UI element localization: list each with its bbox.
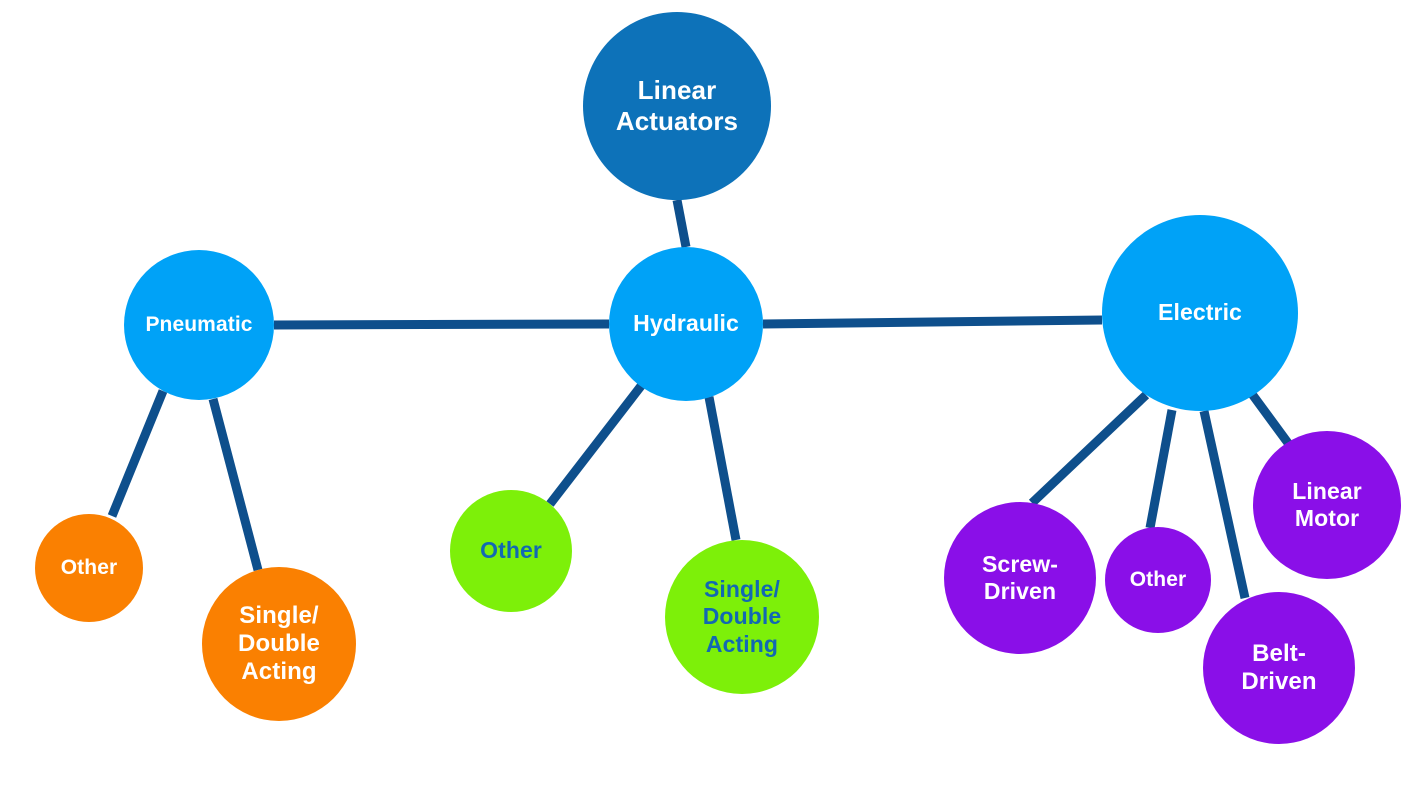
edge-electric-belt-driven [1199, 410, 1250, 599]
node-electric-other[interactable]: Other [1105, 527, 1211, 633]
node-electric-belt-driven[interactable]: Belt- Driven [1203, 592, 1355, 744]
edge-pneumatic-other [107, 389, 168, 518]
node-root[interactable]: Linear Actuators [583, 12, 771, 200]
edge-hydraulic-electric [762, 315, 1103, 329]
node-label-root: Linear Actuators [615, 75, 739, 136]
edge-hydraulic-other [546, 383, 645, 507]
node-electric-linear-motor[interactable]: Linear Motor [1253, 431, 1401, 579]
node-hydraulic-single-double-acting[interactable]: Single/ Double Acting [665, 540, 819, 694]
node-label-electric-other: Other [1129, 567, 1187, 591]
node-label-electric-linear-motor: Linear Motor [1292, 477, 1362, 531]
node-pneumatic-other[interactable]: Other [35, 514, 143, 622]
node-label-hydraulic: Hydraulic [633, 310, 739, 337]
node-label-pneumatic-single-double-acting: Single/ Double Acting [238, 601, 320, 686]
edge-electric-other [1145, 409, 1177, 529]
node-label-pneumatic: Pneumatic [145, 312, 253, 336]
node-hydraulic[interactable]: Hydraulic [609, 247, 763, 401]
node-electric-screw-driven[interactable]: Screw- Driven [944, 502, 1096, 654]
node-pneumatic-single-double-acting[interactable]: Single/ Double Acting [202, 567, 356, 721]
edge-hydraulic-single-double [704, 396, 741, 541]
node-label-electric-belt-driven: Belt- Driven [1241, 639, 1317, 695]
edge-electric-linear-motor [1248, 391, 1292, 446]
edge-root-hydraulic [672, 199, 691, 248]
node-label-electric: Electric [1158, 299, 1242, 326]
node-electric[interactable]: Electric [1102, 215, 1298, 411]
node-label-pneumatic-other: Other [60, 555, 118, 579]
edge-pneumatic-single-double [208, 397, 263, 572]
node-pneumatic[interactable]: Pneumatic [124, 250, 274, 400]
node-label-electric-screw-driven: Screw- Driven [981, 550, 1059, 604]
edge-electric-screw-driven [1028, 391, 1150, 507]
node-hydraulic-other[interactable]: Other [450, 490, 572, 612]
edge-pneumatic-hydraulic [273, 319, 610, 330]
node-label-hydraulic-other: Other [480, 537, 542, 564]
node-label-hydraulic-single-double-acting: Single/ Double Acting [702, 576, 782, 657]
